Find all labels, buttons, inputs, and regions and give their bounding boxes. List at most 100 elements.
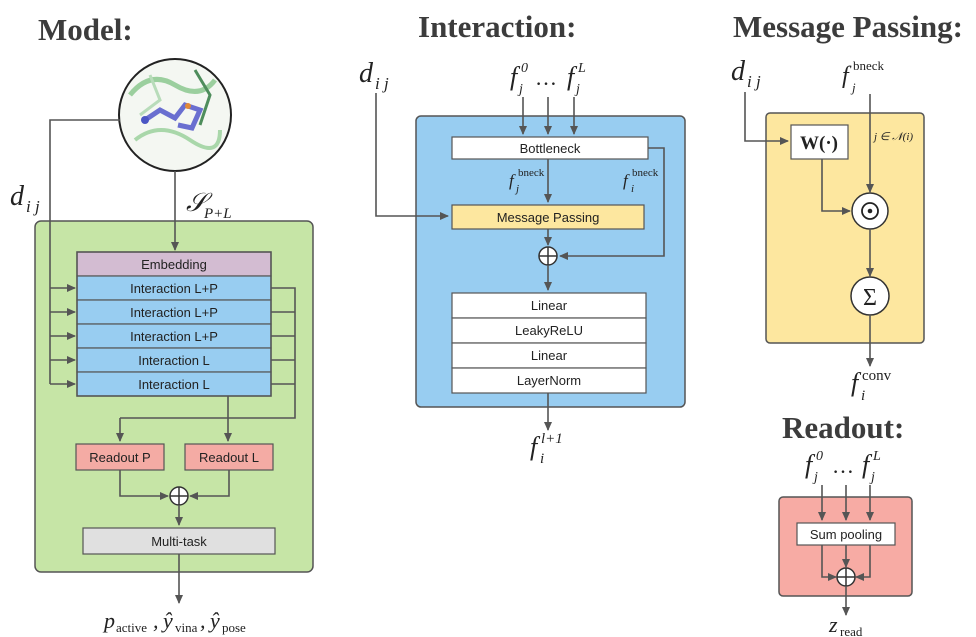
- pool-to-sum-right: [855, 545, 871, 581]
- svg-text:bneck: bneck: [632, 167, 659, 179]
- readout-l-label: Readout L: [199, 450, 259, 465]
- interaction-label-3: Interaction L+P: [130, 329, 218, 344]
- svg-text:i: i: [540, 451, 544, 467]
- svg-text:bneck: bneck: [853, 58, 885, 73]
- model-spl-label: 𝒮 P+L: [186, 188, 232, 222]
- mlp-linear-1-label: Linear: [531, 298, 568, 313]
- readout-f-inputs-label: f 0 j … f L j: [805, 449, 881, 485]
- svg-text:j: j: [850, 80, 856, 95]
- mp-dij-arrow: [744, 92, 789, 145]
- svg-text:i: i: [861, 388, 865, 404]
- svg-text:i j: i j: [375, 74, 389, 93]
- readout-p-label: Readout P: [89, 450, 150, 465]
- svg-text:L: L: [872, 449, 881, 464]
- message-passing-label: Message Passing: [497, 210, 600, 225]
- hadamard-node: [851, 192, 889, 230]
- embedding-label: Embedding: [141, 257, 207, 272]
- svg-text:0: 0: [521, 61, 528, 76]
- svg-text:f: f: [509, 171, 516, 190]
- svg-text:d: d: [10, 181, 25, 212]
- pool-to-sum-left: [821, 545, 837, 581]
- bottleneck-label: Bottleneck: [520, 141, 581, 156]
- model-dij-label: d i j: [10, 181, 40, 216]
- svg-text:0: 0: [816, 449, 823, 464]
- interaction-label-5: Interaction L: [138, 377, 210, 392]
- oplus-model: [169, 486, 189, 506]
- interaction-output-label: f l+1 i: [530, 431, 563, 467]
- weight-box: [790, 124, 849, 160]
- svg-text:j: j: [574, 82, 580, 97]
- svg-text:,: ,: [200, 608, 206, 633]
- skip-rail: [120, 287, 296, 419]
- svg-text:z: z: [828, 612, 838, 637]
- oplus-interaction: [538, 246, 558, 266]
- dij-rail: [49, 119, 120, 384]
- fj-bneck-label: f bneck j: [509, 167, 545, 195]
- svg-text:,: ,: [153, 608, 159, 633]
- sum-symbol: Σ: [863, 285, 877, 311]
- svg-text:i j: i j: [26, 197, 40, 216]
- svg-text:…: …: [535, 65, 557, 90]
- svg-text:j: j: [514, 183, 519, 195]
- model-title: Model:: [38, 12, 133, 47]
- readout-l-sum: [189, 470, 230, 500]
- sum-node: Σ: [850, 276, 890, 316]
- fi-bneck-label: f bneck i: [623, 167, 659, 195]
- svg-text:f: f: [851, 368, 862, 397]
- multitask-box: [82, 527, 276, 555]
- svg-text:j: j: [517, 82, 523, 97]
- mlp-linear-2-box: [451, 342, 647, 369]
- svg-text:j: j: [869, 470, 875, 485]
- svg-text:f: f: [623, 171, 630, 190]
- weight-label: W(·): [800, 133, 838, 154]
- model-output-label: p active , ŷ vina , ŷ pose: [102, 608, 246, 635]
- readout-p-box: [75, 443, 165, 471]
- svg-text:pose: pose: [222, 620, 246, 635]
- svg-text:L: L: [577, 61, 586, 76]
- svg-text:ŷ: ŷ: [208, 608, 220, 633]
- mlp-leakyrelu-box: [451, 317, 647, 344]
- svg-text:l+1: l+1: [541, 431, 563, 447]
- mlp-layernorm-label: LayerNorm: [517, 373, 581, 388]
- svg-text:f: f: [510, 62, 521, 91]
- sum-pooling-label: Sum pooling: [810, 527, 882, 542]
- oplus-readout: [836, 567, 856, 587]
- svg-text:vina: vina: [175, 620, 198, 635]
- svg-text:f: f: [805, 450, 816, 479]
- svg-text:i: i: [631, 183, 634, 195]
- svg-text:d: d: [731, 56, 746, 87]
- protein-ligand-image: [118, 58, 232, 172]
- weight-to-hadamard: [821, 159, 851, 215]
- readout-title: Readout:: [782, 410, 904, 445]
- readout-output-label: z read: [828, 612, 863, 637]
- interaction-dij-label: d i j: [359, 58, 389, 93]
- mp-dij-label: d i j: [731, 56, 761, 91]
- interaction-f-inputs-label: f 0 j … f L j: [510, 61, 586, 97]
- svg-text:read: read: [840, 624, 863, 637]
- svg-text:i j: i j: [747, 72, 761, 91]
- mp-title: Message Passing:: [733, 9, 963, 44]
- svg-text:f: f: [862, 450, 873, 479]
- readout-p-sum: [119, 470, 169, 500]
- mlp-linear-2-label: Linear: [531, 348, 568, 363]
- readout-l-box: [184, 443, 274, 471]
- svg-text:f: f: [530, 432, 541, 461]
- svg-text:f: f: [842, 63, 852, 89]
- int-dij-arrow: [375, 93, 449, 220]
- interaction-label-1: Interaction L+P: [130, 281, 218, 296]
- interaction-title: Interaction:: [418, 9, 576, 44]
- mlp-linear-1-box: [451, 292, 647, 319]
- svg-text:d: d: [359, 58, 374, 89]
- svg-text:active: active: [116, 620, 147, 635]
- svg-text:…: …: [832, 453, 854, 478]
- svg-text:bneck: bneck: [518, 167, 545, 179]
- svg-text:ŷ: ŷ: [161, 608, 173, 633]
- neighbors-label: j ∈ 𝒩(i): [872, 131, 913, 143]
- mlp-leakyrelu-label: LeakyReLU: [515, 323, 583, 338]
- svg-text:f: f: [567, 62, 578, 91]
- interaction-label-4: Interaction L: [138, 353, 210, 368]
- interaction-label-2: Interaction L+P: [130, 305, 218, 320]
- mp-fj-bneck-label: f bneck j: [842, 58, 885, 95]
- mlp-layernorm-box: [451, 367, 647, 394]
